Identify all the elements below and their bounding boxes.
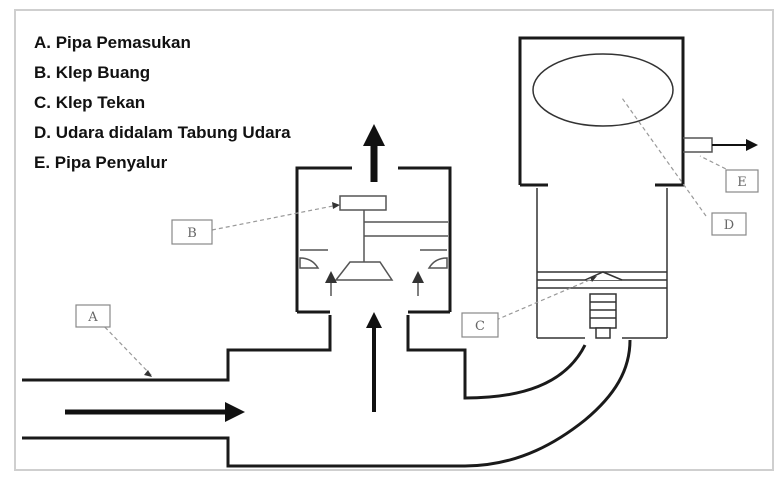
leader-a	[99, 321, 153, 377]
legend-item-b: B. Klep Buang	[34, 63, 151, 82]
tag-e: E	[725, 169, 759, 193]
svg-text:C: C	[475, 319, 485, 334]
legend-item-c: C. Klep Tekan	[34, 93, 146, 112]
tag-d: D	[711, 212, 747, 236]
tag-a: A	[75, 304, 111, 328]
leader-e	[699, 155, 733, 173]
legend-item-a: A. Pipa Pemasukan	[34, 33, 191, 52]
legend-item-e: E. Pipa Penyalur	[34, 153, 168, 172]
svg-text:E: E	[737, 175, 747, 190]
leader-b	[211, 204, 339, 231]
inlet-flow-arrow	[65, 402, 245, 422]
tag-b: B	[171, 219, 213, 245]
pressure-valve	[584, 271, 623, 339]
legend: A. Pipa Pemasukan B. Klep Buang C. Klep …	[34, 28, 291, 178]
upward-flow-arrow	[366, 312, 382, 412]
waste-valve-chamber	[295, 166, 452, 314]
inlet-pipe	[22, 315, 632, 468]
svg-text:B: B	[187, 226, 197, 241]
air-bubble	[532, 53, 674, 127]
leader-d	[621, 97, 707, 217]
svg-text:A: A	[87, 310, 98, 325]
waste-valve-mechanism	[299, 195, 448, 296]
leader-c	[495, 277, 595, 321]
delivery-pipe	[683, 137, 758, 153]
air-vessel	[518, 36, 685, 187]
exhaust-arrow	[363, 124, 385, 182]
legend-item-d: D. Udara didalam Tabung Udara	[34, 123, 291, 142]
tag-c: C	[461, 312, 499, 338]
outer-border	[14, 9, 774, 471]
svg-text:D: D	[724, 218, 734, 233]
